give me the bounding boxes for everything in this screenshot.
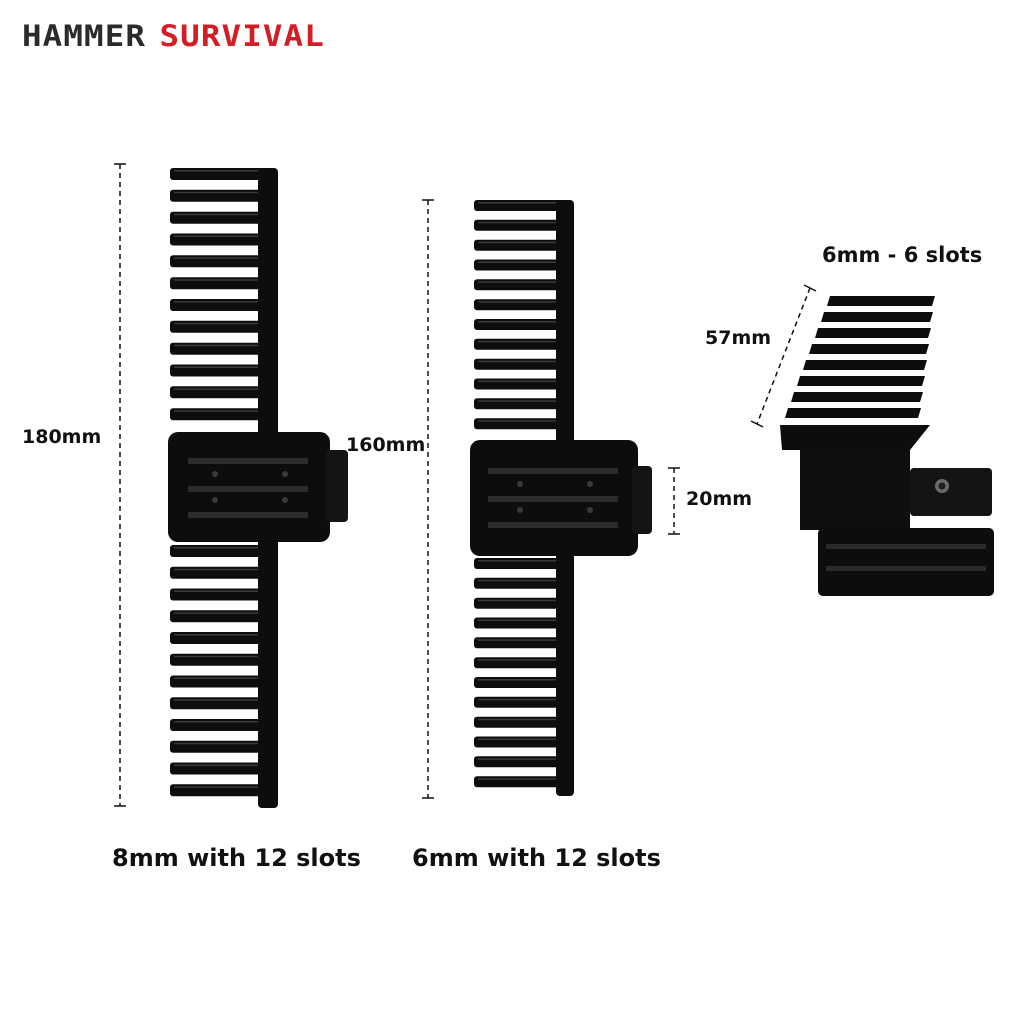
product-1-fin — [170, 740, 270, 753]
product-1-fin — [170, 653, 270, 666]
length-dimension-line-57 — [756, 287, 811, 425]
product-2-fin — [474, 756, 568, 768]
product-2-fin — [474, 418, 568, 430]
product-3-fin — [815, 328, 931, 338]
product-2-fin — [474, 637, 568, 649]
product-2-fin — [474, 597, 568, 609]
product-2-fin — [474, 219, 568, 231]
product-3-base-plate — [780, 425, 930, 450]
product-1-fin — [170, 255, 270, 268]
product-3-clamp — [818, 528, 994, 596]
product-2-fin — [474, 200, 568, 211]
product-2-fin — [474, 279, 568, 291]
product-1-fin — [170, 189, 270, 202]
product-8mm-12-slots — [168, 168, 348, 808]
product-1-fin — [170, 566, 270, 579]
product-3-nut-block — [910, 468, 992, 516]
height-label-6mm: 160mm — [346, 434, 426, 456]
logo-word-survival: SURVIVAL — [159, 19, 325, 53]
length-label-6-slot: 57mm — [705, 327, 772, 349]
product-1-fin — [170, 342, 270, 355]
product-3-fin — [803, 360, 927, 370]
product-1-fin — [170, 675, 270, 688]
logo-word-hammer: HAMMER — [22, 19, 147, 53]
product-2-fin — [474, 398, 568, 410]
product-1-fin — [170, 168, 270, 180]
product-1-fin — [170, 364, 270, 377]
product-1-fin — [170, 211, 270, 224]
product-3-fin — [809, 344, 929, 354]
product-2-fin — [474, 239, 568, 251]
caption-8mm-12-slots: 8mm with 12 slots — [112, 844, 361, 872]
product-3-mount-body — [800, 450, 910, 530]
caption-6mm-12-slots: 6mm with 12 slots — [412, 844, 661, 872]
product-2-fin — [474, 358, 568, 370]
product-2-mount-tab — [632, 466, 652, 534]
product-2-fin — [474, 736, 568, 748]
product-1-fin — [170, 233, 270, 246]
product-2-fin — [474, 338, 568, 350]
product-1-fin — [170, 610, 270, 623]
product-fins — [170, 168, 935, 797]
product-2-fin — [474, 558, 568, 569]
product-1-fin — [170, 408, 270, 421]
product-1-fin — [170, 697, 270, 710]
product-2-fin — [474, 378, 568, 390]
product-2-fin — [474, 776, 568, 788]
product-1-fin — [170, 762, 270, 775]
product-1-fin — [170, 386, 270, 399]
product-2-fin — [474, 716, 568, 728]
brand-logo: HAMMER SURVIVAL — [22, 19, 324, 53]
product-1-fin — [170, 719, 270, 731]
product-2-fin — [474, 259, 568, 271]
product-2-fin — [474, 319, 568, 330]
product-1-fin — [170, 320, 270, 333]
product-1-fin — [170, 299, 270, 311]
product-3-fin — [791, 392, 923, 402]
product-2-fin — [474, 677, 568, 688]
product-1-fin — [170, 784, 270, 797]
product-1-fin — [170, 588, 270, 601]
height-label-8mm: 180mm — [22, 426, 102, 448]
product-1-fin — [170, 632, 270, 644]
product-1-fin — [170, 545, 270, 557]
product-3-fin — [797, 376, 925, 386]
product-2-fin — [474, 577, 568, 589]
mount-label-6mm: 20mm — [686, 488, 753, 510]
product-2-fin — [474, 617, 568, 629]
product-3-fin — [785, 408, 921, 418]
product-3-fin — [827, 296, 935, 306]
product-2-fin — [474, 657, 568, 669]
product-3-fin — [821, 312, 933, 322]
product-2-fin — [474, 696, 568, 708]
product-1-fin — [170, 277, 270, 290]
caption-6mm-6-slots: 6mm - 6 slots — [822, 243, 983, 267]
product-6mm-6-slots — [780, 425, 994, 596]
product-1-mount-tab — [326, 450, 348, 522]
product-6mm-12-slots — [470, 200, 652, 796]
product-2-fin — [474, 299, 568, 311]
